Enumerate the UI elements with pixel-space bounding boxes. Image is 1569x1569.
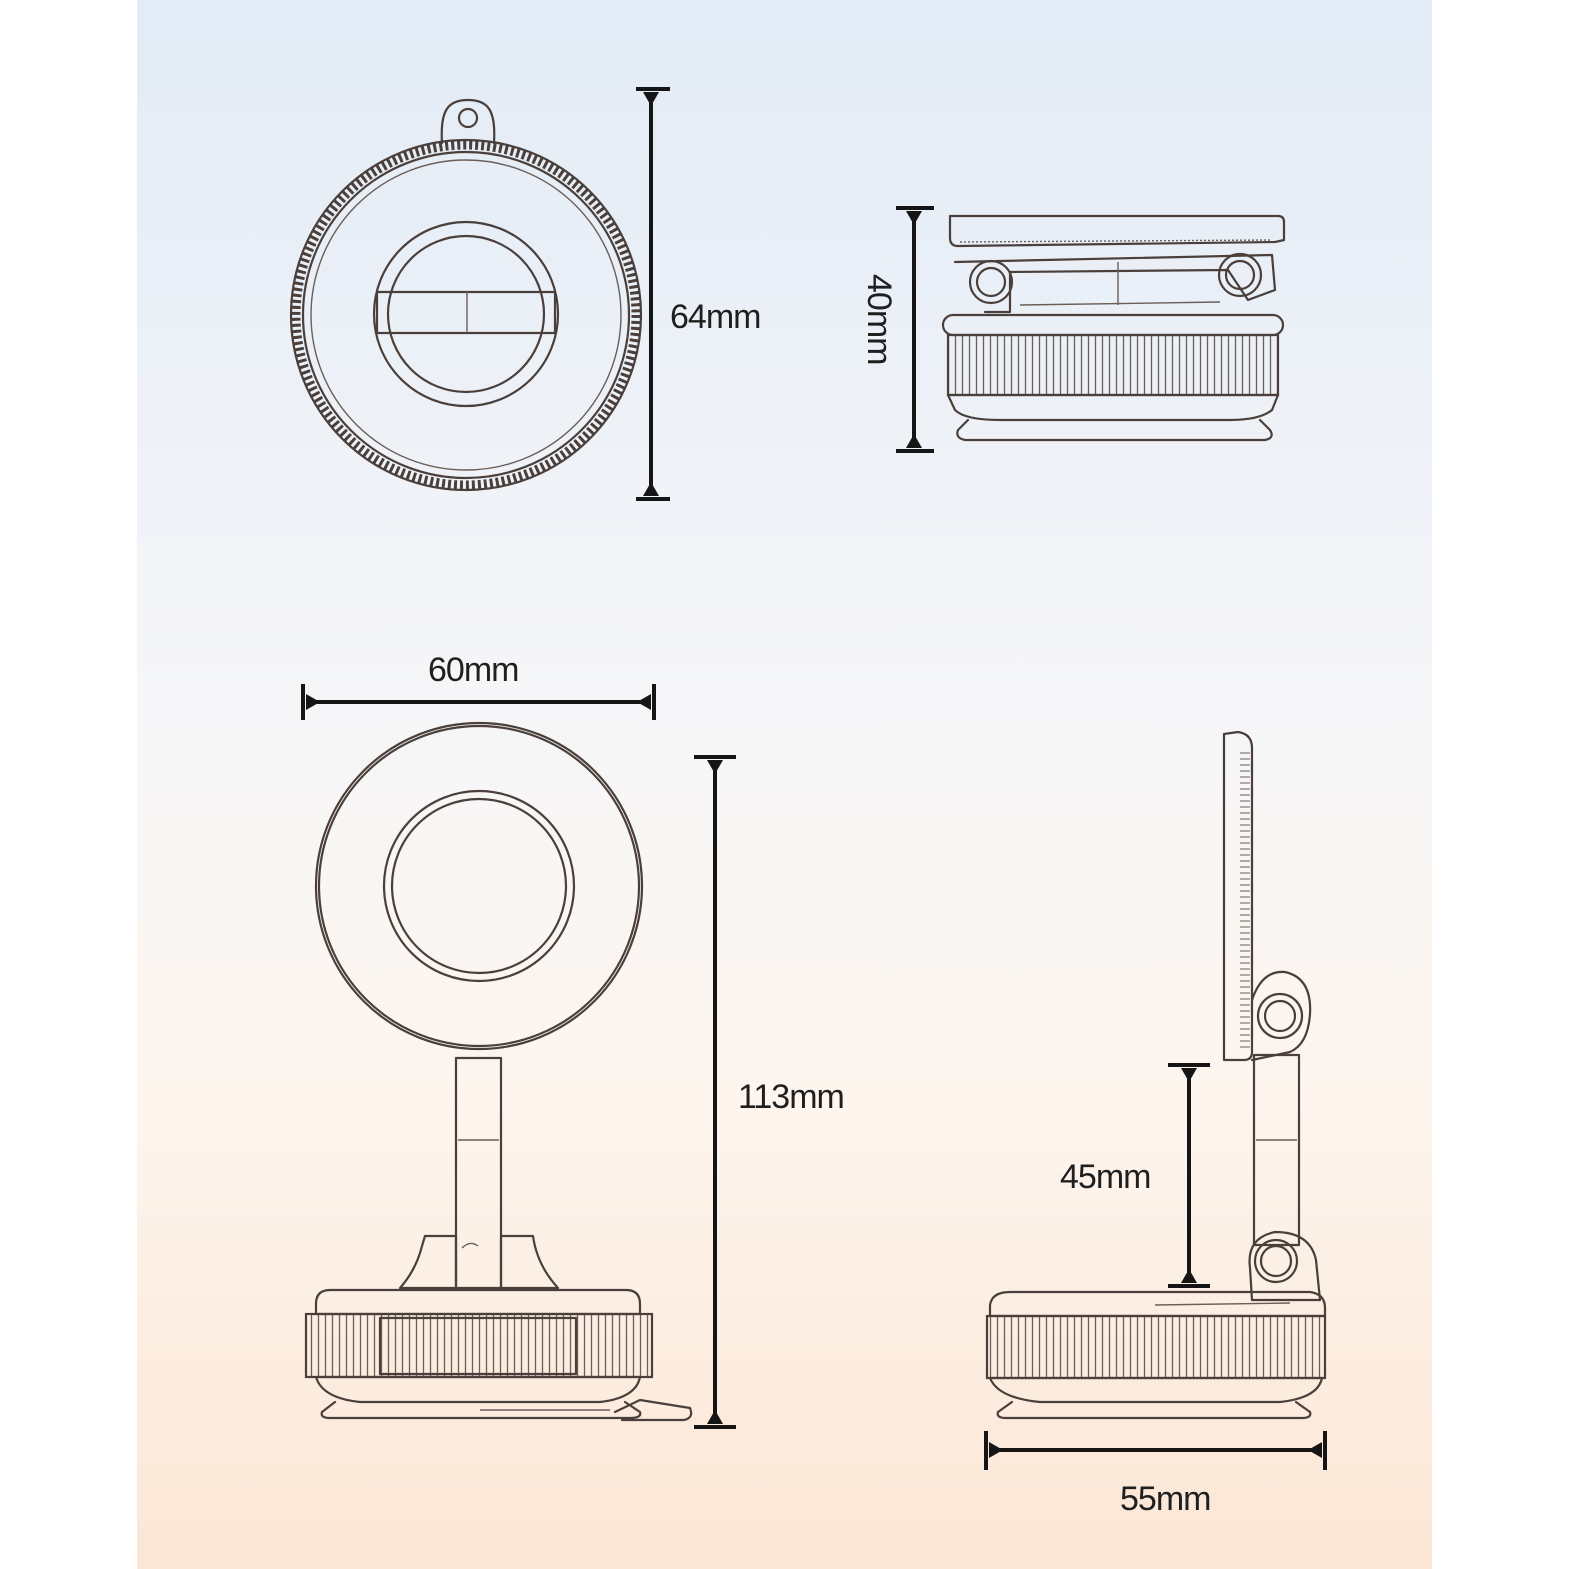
phone-plate [1222,730,1254,1062]
phone-plate-ridges [1240,748,1250,1048]
dimension-113mm: 113mm [694,755,845,1429]
front-view-stand [304,721,693,1422]
lower-hinge-body [1248,1230,1322,1302]
inner-dial-inner [386,234,546,394]
dimension-55mm: 55mm [984,1431,1327,1518]
upper-hinge-body [1250,970,1312,1062]
suction-cup [320,1400,642,1420]
dimension-64mm: 64mm [636,87,761,501]
base-top [314,1288,642,1316]
base-label-window [378,1316,578,1376]
base-bottom [314,1375,642,1404]
suction-cup-top [956,418,1273,442]
stand-base-knurl [985,1314,1327,1380]
stand-stem [454,1056,503,1290]
base-bottom [946,393,1280,422]
base-knurl-ring [304,1312,654,1379]
stand-base-bottom [988,1376,1324,1404]
outer-knurled-ring [291,140,641,490]
dimension-label-60mm: 60mm [428,651,518,689]
side-view-stand [985,730,1327,1420]
outer-ring-inner-edge [301,150,631,480]
ring-face [310,159,622,471]
magnet-disc-center-inner [390,797,568,975]
front-view-top [289,98,643,492]
upper-hinge-inner [1263,999,1297,1033]
stand-base-top [988,1290,1327,1318]
left-hinge-block [398,1234,458,1290]
upper-hinge-outer [1256,992,1304,1040]
right-hinge [1217,252,1263,298]
right-hinge-block [499,1234,560,1290]
arm-bridge [953,253,1277,314]
magnet-disc-center-outer [382,789,576,983]
dimension-label-40mm: 40mm [860,274,898,364]
magnet-disc-outer [314,721,644,1051]
base-knurl [946,333,1280,397]
left-hinge [968,259,1014,305]
dimension-label-45mm: 45mm [1060,1158,1150,1196]
top-plate [948,214,1286,248]
dial-handle-bar [375,290,557,335]
dimension-60mm: 60mm [301,651,656,720]
stand-suction-cup [996,1400,1312,1420]
dimension-label-113mm: 113mm [738,1078,844,1116]
dimension-40mm: 40mm [860,206,934,453]
inner-dial-outer [372,220,560,408]
dimension-label-55mm: 55mm [1120,1480,1210,1518]
dimension-label-64mm: 64mm [670,298,760,336]
lower-hinge-outer [1253,1238,1299,1284]
hanging-loop [440,98,496,145]
lower-hinge-inner [1259,1244,1293,1278]
hanging-loop-hole [457,107,479,129]
dimension-45mm: 45mm [1060,1063,1210,1288]
side-view-top [941,214,1286,442]
suction-release-tab [613,1398,693,1422]
outer-ring-edge [289,138,643,492]
